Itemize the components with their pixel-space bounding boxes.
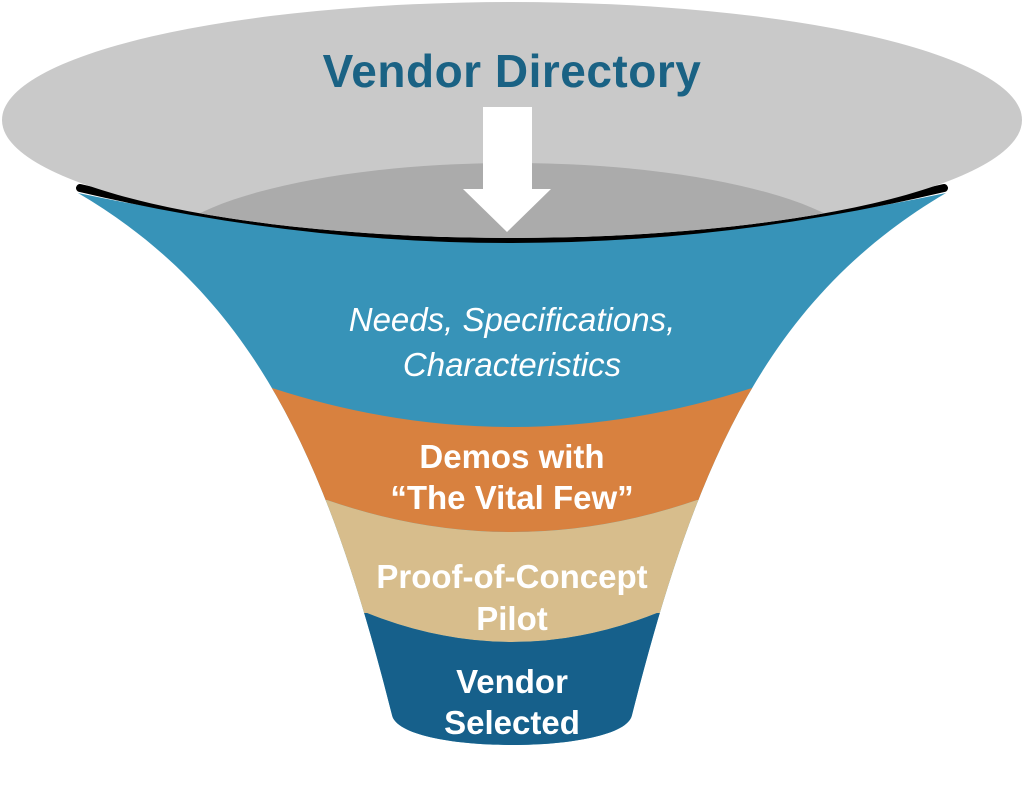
funnel-band-stage-demos xyxy=(150,388,874,532)
down-arrow-icon xyxy=(463,107,551,232)
diagram-title: Vendor Directory xyxy=(322,45,702,97)
funnel-mouth-inner-ellipse xyxy=(152,163,872,238)
